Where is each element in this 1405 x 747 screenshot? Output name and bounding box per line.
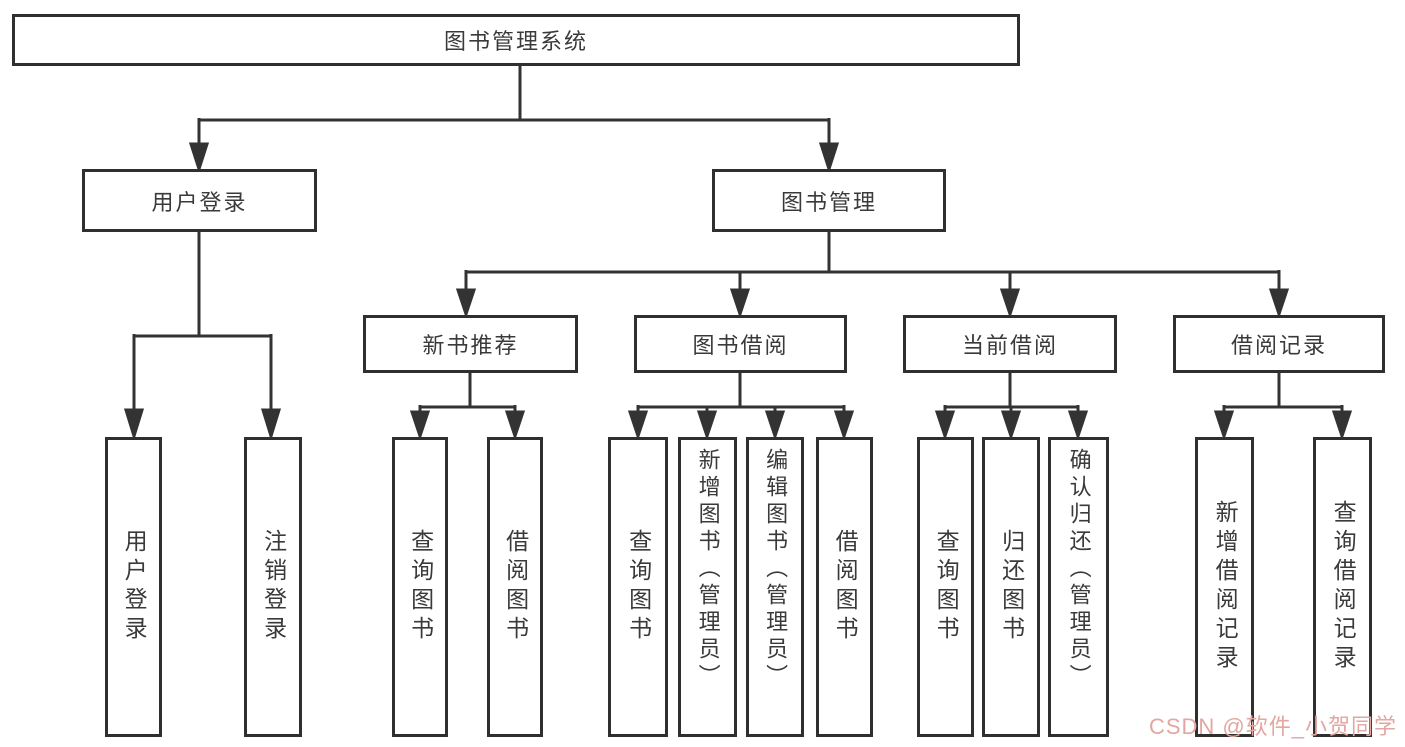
leaf-add-books-admin: 新增图书（管理员） bbox=[678, 437, 737, 737]
connector-book-borrow-branch bbox=[627, 373, 855, 441]
leaf-query-borrow-record: 查询借阅记录 bbox=[1313, 437, 1372, 737]
node-label: 注销登录 bbox=[260, 529, 287, 645]
connector-borrow-records-branch bbox=[1213, 373, 1353, 441]
leaf-query-books-3: 查询图书 bbox=[917, 437, 974, 737]
node-book-management: 图书管理 bbox=[712, 169, 946, 232]
connector-current-borrow-branch bbox=[934, 373, 1089, 441]
node-label: 借阅图书 bbox=[832, 529, 859, 645]
leaf-confirm-return-admin: 确认归还（管理员） bbox=[1048, 437, 1109, 737]
node-label: 借阅图书 bbox=[502, 529, 529, 645]
node-label: 借阅记录 bbox=[1230, 333, 1327, 358]
leaf-return-books: 归还图书 bbox=[982, 437, 1040, 737]
node-borrow-records: 借阅记录 bbox=[1173, 315, 1385, 373]
leaf-query-books-2: 查询图书 bbox=[608, 437, 668, 737]
node-label: 当前借阅 bbox=[961, 333, 1058, 358]
node-label: 编辑图书（管理员） bbox=[763, 448, 789, 691]
node-label: 用户登录 bbox=[151, 189, 248, 215]
connector-new-book-branch bbox=[409, 373, 526, 441]
node-label: 查询图书 bbox=[933, 529, 960, 645]
node-book-borrow: 图书借阅 bbox=[634, 315, 847, 373]
node-label: 新增借阅记录 bbox=[1212, 500, 1239, 674]
node-library-management-system: 图书管理系统 bbox=[12, 14, 1020, 66]
node-new-book-recommend: 新书推荐 bbox=[363, 315, 578, 373]
csdn-watermark: CSDN @软件_小贺同学 bbox=[1148, 714, 1397, 739]
node-label: 图书管理 bbox=[780, 189, 877, 215]
leaf-user-login: 用户登录 bbox=[105, 437, 162, 737]
node-label: 查询借阅记录 bbox=[1330, 500, 1357, 674]
leaf-logout: 注销登录 bbox=[244, 437, 302, 737]
connector-book-management-branch bbox=[455, 232, 1290, 319]
node-label: 确认归还（管理员） bbox=[1066, 448, 1092, 691]
node-label: 查询图书 bbox=[625, 529, 652, 645]
node-label: 新书推荐 bbox=[422, 333, 519, 358]
node-label: 查询图书 bbox=[407, 529, 434, 645]
node-label: 图书借阅 bbox=[692, 333, 789, 358]
connector-user-login-branch bbox=[123, 232, 282, 442]
leaf-borrow-books-1: 借阅图书 bbox=[487, 437, 543, 737]
node-label: 归还图书 bbox=[998, 529, 1025, 645]
leaf-borrow-books-2: 借阅图书 bbox=[816, 437, 873, 737]
node-user-login: 用户登录 bbox=[82, 169, 317, 232]
connector-root-branch bbox=[188, 66, 840, 174]
leaf-query-books-1: 查询图书 bbox=[392, 437, 448, 737]
leaf-edit-books-admin: 编辑图书（管理员） bbox=[746, 437, 804, 737]
node-label: 新增图书（管理员） bbox=[695, 448, 721, 691]
node-label: 图书管理系统 bbox=[443, 29, 588, 54]
node-label: 用户登录 bbox=[121, 529, 148, 645]
node-current-borrow: 当前借阅 bbox=[903, 315, 1117, 373]
leaf-add-borrow-record: 新增借阅记录 bbox=[1195, 437, 1254, 737]
